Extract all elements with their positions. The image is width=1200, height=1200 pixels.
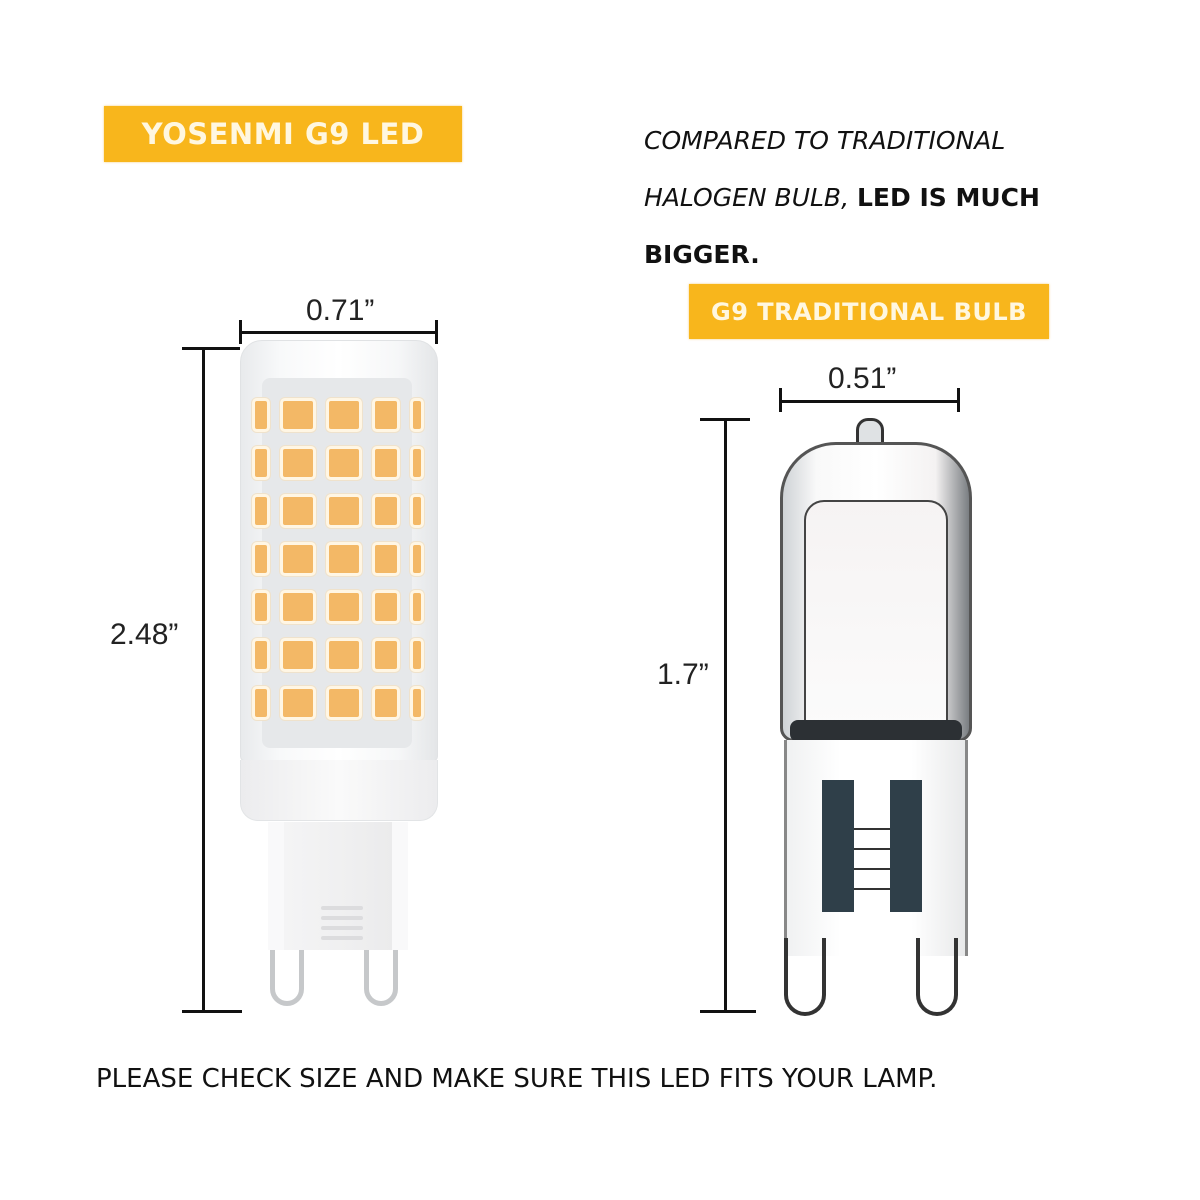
comparison-line-1: COMPARED TO TRADITIONAL: [644, 126, 1006, 155]
led-height-line: [202, 349, 205, 1012]
led-height-tick-bottom: [182, 1010, 242, 1013]
comparison-line-2-italic: HALOGEN BULB,: [644, 183, 850, 212]
led-badge-label: YOSENMI G9 LED: [141, 117, 425, 151]
led-pin-right: [364, 950, 398, 1006]
led-pin-left: [270, 950, 304, 1006]
led-chip-grid: [252, 398, 424, 728]
halogen-support-wire: [854, 828, 890, 830]
traditional-bulb-badge: G9 TRADITIONAL BULB: [689, 284, 1049, 339]
led-vent-slot: [321, 936, 363, 940]
halogen-inner-capsule: [804, 500, 948, 730]
led-bulb-base: [268, 822, 408, 950]
halogen-foil-left: [822, 780, 854, 912]
traditional-height-tick-bottom: [700, 1010, 756, 1013]
led-vent-slot: [321, 916, 363, 920]
led-width-line: [240, 331, 437, 334]
comparison-line-2-bold: LED IS MUCH: [856, 183, 1040, 212]
led-vent-slot: [321, 926, 363, 930]
led-bulb-collar: [240, 760, 438, 821]
led-height-tick-top: [182, 347, 240, 350]
halogen-support-wire: [854, 888, 890, 890]
traditional-width-tick-right: [957, 388, 960, 412]
traditional-height-tick-top: [700, 418, 750, 421]
traditional-width-tick-left: [779, 388, 782, 412]
led-width-tick-right: [435, 320, 438, 344]
led-product-badge: YOSENMI G9 LED: [104, 106, 462, 162]
traditional-width-line: [780, 400, 960, 403]
halogen-pin-right: [916, 938, 958, 1016]
halogen-pinch-seal: [790, 720, 962, 742]
halogen-pin-left: [784, 938, 826, 1016]
halogen-foil-right: [890, 780, 922, 912]
led-height-label: 2.48”: [110, 618, 179, 651]
fit-notice: PLEASE CHECK SIZE AND MAKE SURE THIS LED…: [96, 1064, 938, 1094]
comparison-text: COMPARED TO TRADITIONAL HALOGEN BULB, LE…: [644, 112, 1124, 283]
led-width-label: 0.71”: [306, 294, 375, 327]
led-width-tick-left: [239, 320, 242, 344]
halogen-support-wire: [854, 868, 890, 870]
halogen-support-wire: [854, 848, 890, 850]
comparison-line-3: BIGGER.: [644, 240, 760, 269]
traditional-height-line: [724, 420, 727, 1012]
traditional-height-label: 1.7”: [657, 658, 709, 691]
traditional-width-label: 0.51”: [828, 362, 897, 395]
led-vent-slot: [321, 906, 363, 910]
traditional-badge-label: G9 TRADITIONAL BULB: [711, 297, 1027, 326]
